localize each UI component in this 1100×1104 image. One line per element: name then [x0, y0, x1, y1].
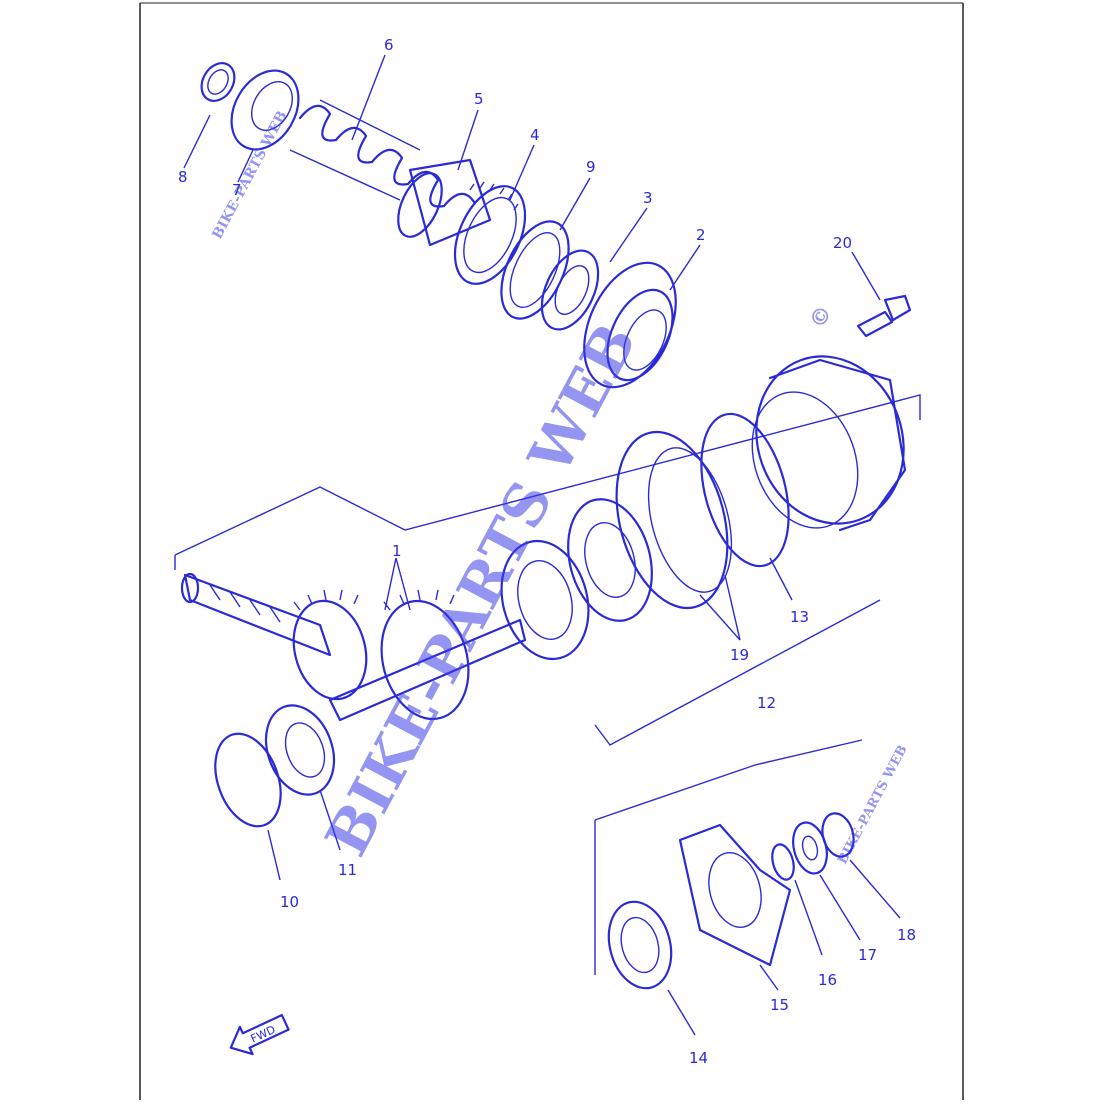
label-1: 1	[392, 542, 402, 560]
bearing-housing	[751, 355, 907, 532]
label-14: 14	[689, 1049, 708, 1067]
label-16: 16	[818, 971, 837, 989]
gear-4	[453, 181, 527, 285]
label-2: 2	[696, 226, 706, 244]
label-3: 3	[643, 189, 653, 207]
nut-3	[540, 249, 600, 331]
label-8: 8	[178, 168, 188, 186]
label-13: 13	[790, 608, 809, 626]
bracket-lines	[174, 394, 921, 975]
label-10: 10	[280, 893, 299, 911]
nut-18	[821, 812, 855, 858]
circlip-10	[214, 732, 282, 828]
label-17: 17	[858, 946, 877, 964]
gear-shaft-1	[180, 572, 527, 722]
leader-lines	[183, 54, 901, 1036]
washer-16	[771, 843, 795, 881]
label-11: 11	[338, 861, 357, 879]
middle-assembly	[180, 355, 907, 828]
circlip-8	[200, 62, 236, 102]
label-19: 19	[730, 646, 749, 664]
shim-19	[615, 430, 733, 610]
bearing-11	[264, 704, 336, 796]
label-5: 5	[474, 90, 484, 108]
hub-15	[678, 823, 792, 967]
label-12: 12	[757, 694, 776, 712]
label-6: 6	[384, 36, 394, 54]
label-20: 20	[833, 234, 852, 252]
forward-arrow: FWD	[229, 1013, 290, 1056]
collar-7	[230, 69, 300, 151]
spline-collar	[500, 539, 590, 661]
label-9-upper: 9	[586, 158, 596, 176]
watermark-copyright: ©	[804, 301, 837, 333]
cam-5	[397, 158, 492, 247]
watermark-small-top: BIKE-PARTS WEB	[209, 108, 290, 242]
label-18: 18	[897, 926, 916, 944]
bolt-20	[856, 294, 912, 338]
bearing-2	[583, 261, 677, 389]
watermark-small-right: BIKE-PARTS WEB	[835, 743, 910, 867]
spring-6	[289, 99, 476, 208]
part-labels: 6 5 4 9 3 2 20 8 7 1 19 13 12 10 11 14 1…	[178, 36, 916, 1067]
upper-assembly	[200, 62, 912, 389]
o-ring-13	[700, 412, 790, 568]
bearing-12	[567, 498, 653, 622]
oil-seal-14	[607, 900, 673, 990]
label-4: 4	[530, 126, 540, 144]
label-7: 7	[232, 181, 242, 199]
label-15: 15	[770, 996, 789, 1014]
lower-assembly	[607, 812, 855, 990]
